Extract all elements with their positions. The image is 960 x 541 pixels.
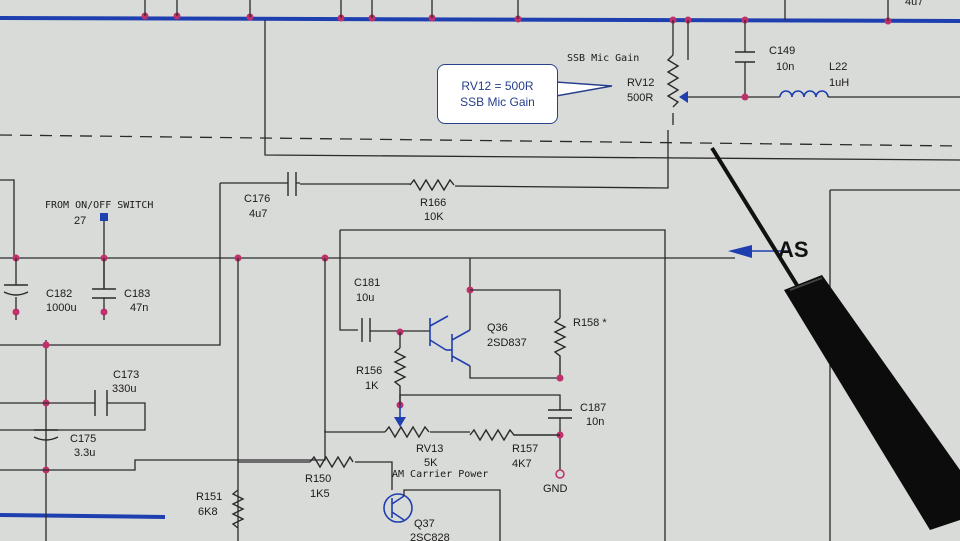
q37-value: 2SC828 [410, 532, 450, 541]
gnd-label: GND [543, 483, 568, 495]
c176-value: 4u7 [249, 208, 267, 220]
r166-ref: R166 [420, 197, 446, 209]
l22-value: 1uH [829, 77, 849, 89]
c182-ref: C182 [46, 288, 72, 300]
rv13-value: 5K [424, 457, 438, 469]
q36-collector-emitter [469, 258, 560, 379]
c176-capacitor [287, 172, 297, 196]
r158-top-wire [470, 289, 561, 318]
c183-capacitor [92, 288, 116, 299]
partial-label: AS [778, 237, 809, 262]
q36-transistor [429, 315, 471, 367]
callout-line1: RV12 = 500R [461, 79, 534, 93]
rv12-wiper-arrow [679, 91, 688, 103]
r150-wires [238, 461, 393, 490]
r156-left-vertical [324, 258, 385, 433]
r150-ref: R150 [305, 473, 331, 485]
q36-value: 2SD837 [487, 337, 527, 349]
c176-ref: C176 [244, 193, 270, 205]
r156-resistor [393, 347, 407, 405]
annotation-callout: RV12 = 500R SSB Mic Gain [437, 64, 558, 124]
c173-ref: C173 [113, 369, 139, 381]
c175-capacitor [33, 429, 59, 441]
dashed-boundary [0, 134, 960, 147]
r156-ref: R156 [356, 365, 382, 377]
bus-arrow [728, 245, 752, 258]
c175-value: 3.3u [74, 447, 95, 459]
top-bus-line [0, 16, 960, 23]
rv12-value: 500R [627, 92, 653, 104]
r156-to-c187 [399, 394, 561, 410]
c187-ref: C187 [580, 402, 606, 414]
l22-inductor [779, 90, 829, 98]
q37-transistor [383, 493, 413, 523]
pin27-label: 27 [74, 215, 86, 227]
q37-collector-wire [403, 489, 501, 541]
probe [710, 146, 960, 530]
c149-capacitor [735, 51, 755, 63]
rv12-to-r166 [454, 130, 669, 189]
l22-ref: L22 [829, 61, 847, 73]
pin27-marker [100, 213, 108, 221]
q37-body [391, 495, 405, 521]
r157-resistor [469, 428, 560, 442]
c183-value: 47n [130, 302, 148, 314]
rv13-ref: RV13 [416, 443, 443, 455]
rv13-resistor [384, 425, 430, 439]
r158-resistor [553, 317, 567, 378]
top-bus-stubs [144, 0, 889, 21]
upper-return-line [264, 20, 960, 161]
r158-ref: R158 * [573, 317, 607, 329]
from-switch-label: FROM ON/OFF SWITCH [45, 200, 153, 211]
q36-box-left [339, 230, 358, 331]
r151-ref: R151 [196, 491, 222, 503]
c173-value: 330u [112, 383, 136, 395]
c182-capacitor [3, 284, 29, 296]
rv12-wiper-wire [687, 20, 780, 98]
r157-ref: R157 [512, 443, 538, 455]
c176-down-wire [0, 183, 221, 346]
q37-ref: Q37 [414, 518, 435, 530]
c173-capacitor [94, 390, 108, 416]
c149-ref: C149 [769, 45, 795, 57]
r151-value: 6K8 [198, 506, 218, 518]
rv12-resistor [666, 54, 680, 108]
callout-pointer [555, 81, 613, 97]
left-frame [0, 179, 15, 260]
r156-value: 1K [365, 380, 379, 392]
c175-ref: C175 [70, 433, 96, 445]
c183-ref: C183 [124, 288, 150, 300]
ssb-mic-gain-label: SSB Mic Gain [567, 53, 639, 64]
r150-value: 1K5 [310, 488, 330, 500]
c181-capacitor [361, 318, 371, 342]
top-right-label: 4u7 [905, 0, 923, 8]
c149-value: 10n [776, 61, 794, 73]
callout-line2: SSB Mic Gain [460, 95, 535, 109]
r151-resistor [231, 489, 245, 529]
rv12-ref: RV12 [627, 77, 654, 89]
c181-value: 10u [356, 292, 374, 304]
c181-ref: C181 [354, 277, 380, 289]
r166-resistor [409, 178, 455, 192]
r166-value: 10K [424, 211, 444, 223]
c187-capacitor [548, 409, 572, 419]
gnd-terminal [555, 469, 565, 479]
lower-left-wire [0, 430, 326, 471]
am-carrier-label: AM Carrier Power [392, 469, 488, 480]
q36-ref: Q36 [487, 322, 508, 334]
c187-value: 10n [586, 416, 604, 428]
bottom-bus-line [0, 513, 166, 519]
r150-resistor [309, 455, 354, 469]
c173-wires [0, 402, 146, 431]
r157-value: 4K7 [512, 458, 532, 470]
c182-value: 1000u [46, 302, 77, 314]
q36-box-top [340, 229, 666, 541]
rv13-wiper-arrow [394, 417, 406, 427]
